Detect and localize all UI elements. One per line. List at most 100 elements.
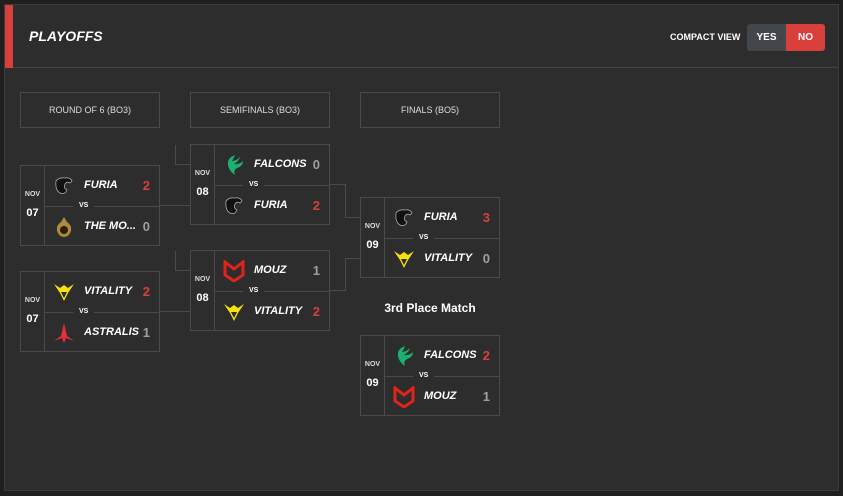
connector	[345, 184, 346, 217]
connector	[175, 270, 190, 271]
match-date: NOV 09	[361, 198, 385, 277]
match-day: 07	[26, 313, 39, 325]
match-day: 07	[26, 207, 39, 219]
match-date: NOV 08	[191, 145, 215, 224]
team-row[interactable]: THE MO... 0	[45, 206, 160, 246]
vs-label: VS	[243, 180, 265, 189]
column-header-round-of-6: ROUND OF 6 (BO3)	[20, 92, 160, 128]
match-card[interactable]: NOV 09 FALCONS 2 MOUZ 1 VS	[360, 335, 500, 416]
match-day: 09	[366, 377, 379, 389]
falcons-logo-icon	[393, 345, 415, 367]
team-name: VITALITY	[84, 285, 133, 297]
team-row[interactable]: FALCONS 0	[215, 145, 330, 185]
match-date: NOV 07	[21, 272, 45, 351]
match-card[interactable]: NOV 07 FURIA 2 THE MO... 0 VS	[20, 165, 160, 246]
team-row[interactable]: VITALITY 0	[385, 238, 500, 278]
vs-label: VS	[413, 371, 435, 380]
furia-logo-icon	[53, 175, 75, 197]
match-month: NOV	[194, 276, 211, 283]
falcons-logo-icon	[223, 154, 245, 176]
team-name: VITALITY	[254, 305, 303, 317]
match-day: 08	[196, 186, 209, 198]
team-row[interactable]: VITALITY 2	[215, 291, 330, 331]
team-score: 0	[142, 219, 150, 234]
connector	[175, 145, 176, 165]
team-row[interactable]: VITALITY 2	[45, 272, 160, 312]
panel-header: PLAYOFFS COMPACT VIEW YES NO	[5, 5, 838, 68]
vs-label: VS	[243, 286, 265, 295]
match-month: NOV	[364, 223, 381, 230]
team-name: MOUZ	[254, 264, 287, 276]
connector	[175, 164, 190, 165]
third-place-label: 3rd Place Match	[384, 301, 476, 315]
connector	[329, 184, 345, 185]
team-row[interactable]: MOUZ 1	[385, 376, 500, 416]
column-header-finals: FINALS (BO5)	[360, 92, 500, 128]
team-name: VITALITY	[424, 252, 473, 264]
team-score: 0	[482, 251, 490, 266]
connector	[159, 311, 190, 312]
connector	[345, 217, 360, 218]
team-name: FURIA	[424, 211, 458, 223]
compact-view-label: COMPACT VIEW	[670, 32, 741, 42]
team-score: 2	[312, 304, 320, 319]
match-date: NOV 09	[361, 336, 385, 415]
team-score: 2	[142, 284, 150, 299]
playoffs-panel: PLAYOFFS COMPACT VIEW YES NO	[4, 4, 839, 491]
team-row[interactable]: FURIA 2	[45, 166, 160, 206]
team-name: FALCONS	[424, 349, 477, 361]
connector	[159, 205, 190, 206]
astralis-logo-icon	[53, 322, 75, 344]
team-name: ASTRALIS	[84, 326, 139, 338]
compact-yes-button[interactable]: YES	[747, 24, 786, 51]
vs-label: VS	[73, 307, 95, 316]
mouz-logo-icon	[393, 384, 415, 409]
connector	[345, 258, 360, 259]
team-row[interactable]: FURIA 3	[385, 198, 500, 238]
connector	[175, 251, 176, 271]
match-month: NOV	[194, 170, 211, 177]
match-card[interactable]: NOV 08 FALCONS 0 FURIA 2 VS	[190, 144, 330, 225]
panel-title: PLAYOFFS	[29, 28, 103, 44]
column-header-semifinals: SEMIFINALS (BO3)	[190, 92, 330, 128]
team-name: FURIA	[254, 199, 288, 211]
team-name: MOUZ	[424, 390, 457, 402]
mongolz-logo-icon	[53, 216, 75, 238]
match-month: NOV	[24, 191, 41, 198]
team-score: 1	[312, 263, 320, 278]
team-score: 1	[482, 389, 490, 404]
team-row[interactable]: FURIA 2	[215, 185, 330, 225]
match-month: NOV	[24, 297, 41, 304]
match-date: NOV 07	[21, 166, 45, 245]
team-score: 2	[482, 348, 490, 363]
team-row[interactable]: FALCONS 2	[385, 336, 500, 376]
team-score: 1	[142, 325, 150, 340]
team-row[interactable]: ASTRALIS 1	[45, 312, 160, 352]
compact-no-button[interactable]: NO	[786, 24, 825, 51]
vitality-logo-icon	[223, 301, 245, 323]
match-card[interactable]: NOV 08 MOUZ 1 VITALITY 2 VS	[190, 250, 330, 331]
vitality-logo-icon	[393, 248, 415, 270]
compact-view-toggle[interactable]: YES NO	[747, 24, 825, 51]
team-name: THE MO...	[84, 220, 136, 232]
team-score: 2	[142, 178, 150, 193]
match-day: 08	[196, 292, 209, 304]
vitality-logo-icon	[53, 281, 75, 303]
furia-logo-icon	[393, 207, 415, 229]
team-score: 3	[482, 210, 490, 225]
team-score: 2	[312, 198, 320, 213]
vs-label: VS	[73, 201, 95, 210]
team-name: FALCONS	[254, 158, 307, 170]
match-card[interactable]: NOV 07 VITALITY 2 ASTRALIS 1 VS	[20, 271, 160, 352]
match-month: NOV	[364, 361, 381, 368]
team-row[interactable]: MOUZ 1	[215, 251, 330, 291]
team-name: FURIA	[84, 179, 118, 191]
mouz-logo-icon	[223, 258, 245, 283]
match-day: 09	[366, 239, 379, 251]
match-card[interactable]: NOV 09 FURIA 3 VITALITY 0 VS	[360, 197, 500, 278]
match-date: NOV 08	[191, 251, 215, 330]
team-score: 0	[312, 157, 320, 172]
connector	[329, 290, 345, 291]
accent-bar	[5, 5, 13, 68]
vs-label: VS	[413, 233, 435, 242]
